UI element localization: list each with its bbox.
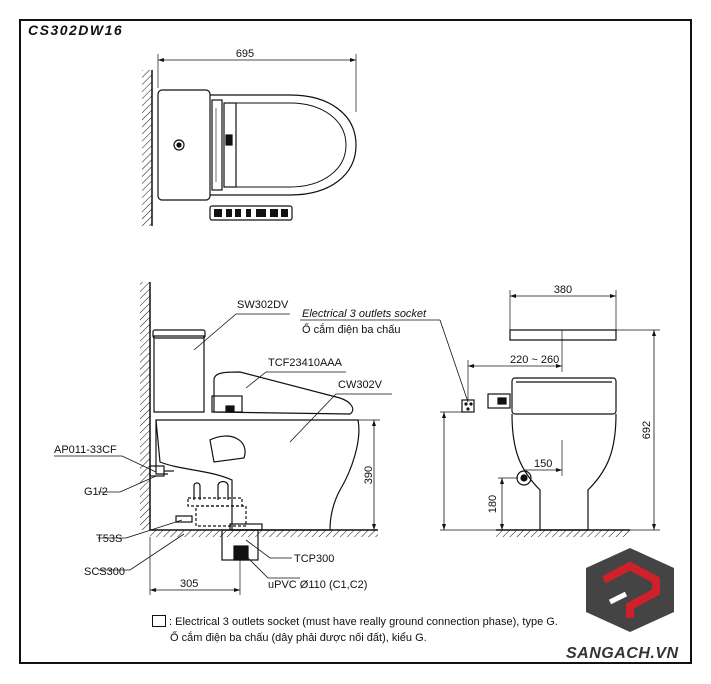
- footnote-line-2: Ổ cắm điện ba chấu (dây phải được nối đấ…: [170, 632, 427, 644]
- front-dim-150: 150: [534, 458, 552, 470]
- drawing-frame: [19, 19, 692, 664]
- top-dim-width: 695: [236, 48, 254, 60]
- top-view: [142, 54, 357, 226]
- footnote: : Electrical 3 outlets socket (must have…: [152, 614, 558, 646]
- label-g12: G1/2: [84, 486, 108, 498]
- flush-button-icon: [173, 139, 185, 151]
- label-ap011: AP011-33CF: [54, 444, 117, 456]
- side-bowl: [155, 419, 360, 531]
- footnote-line-1: : Electrical 3 outlets socket (must have…: [152, 614, 558, 630]
- front-dim-180: 180: [487, 495, 499, 513]
- socket-label-vi: Ổ cắm điện ba chấu: [302, 323, 400, 336]
- label-upvc: uPVC Ø110 (C1,C2): [268, 579, 367, 591]
- top-tank: [157, 89, 211, 201]
- side-floor-hatch: [150, 530, 378, 537]
- side-seat-lid: [213, 371, 354, 415]
- front-floor-hatch: [496, 530, 630, 537]
- front-seat: [511, 377, 617, 415]
- front-bowl: [511, 413, 617, 531]
- top-seat: [236, 102, 347, 188]
- side-dim-390: 390: [363, 466, 375, 484]
- top-wall-hatch: [142, 70, 152, 226]
- label-sw302dv: SW302DV: [237, 299, 289, 311]
- footnote-text-1: : Electrical 3 outlets socket (must have…: [169, 616, 558, 628]
- front-dim-380: 380: [554, 284, 572, 296]
- side-tank: [153, 335, 205, 413]
- socket-symbol-icon: [152, 615, 166, 628]
- label-scs300: SCS300: [84, 566, 125, 578]
- watermark: SANGACH.VN: [566, 645, 679, 662]
- side-wall-hatch: [140, 282, 150, 530]
- side-dim-305: 305: [180, 578, 198, 590]
- side-view: [54, 282, 469, 595]
- label-cw302v: CW302V: [338, 379, 383, 391]
- socket-label-en: Electrical 3 outlets socket: [302, 308, 427, 320]
- label-tcf: TCF23410AAA: [268, 357, 343, 369]
- label-t53s: T53S: [96, 533, 122, 545]
- sg-logo: [586, 548, 674, 632]
- front-dim-220-260: 220 ~ 260: [510, 354, 559, 366]
- label-tcp300: TCP300: [294, 553, 334, 565]
- front-view: [440, 290, 660, 537]
- top-bowl: [210, 94, 357, 196]
- remote-control: [209, 205, 293, 221]
- front-plug: [487, 393, 511, 409]
- front-dim-692: 692: [641, 421, 653, 439]
- model-title: CS302DW16: [28, 22, 124, 38]
